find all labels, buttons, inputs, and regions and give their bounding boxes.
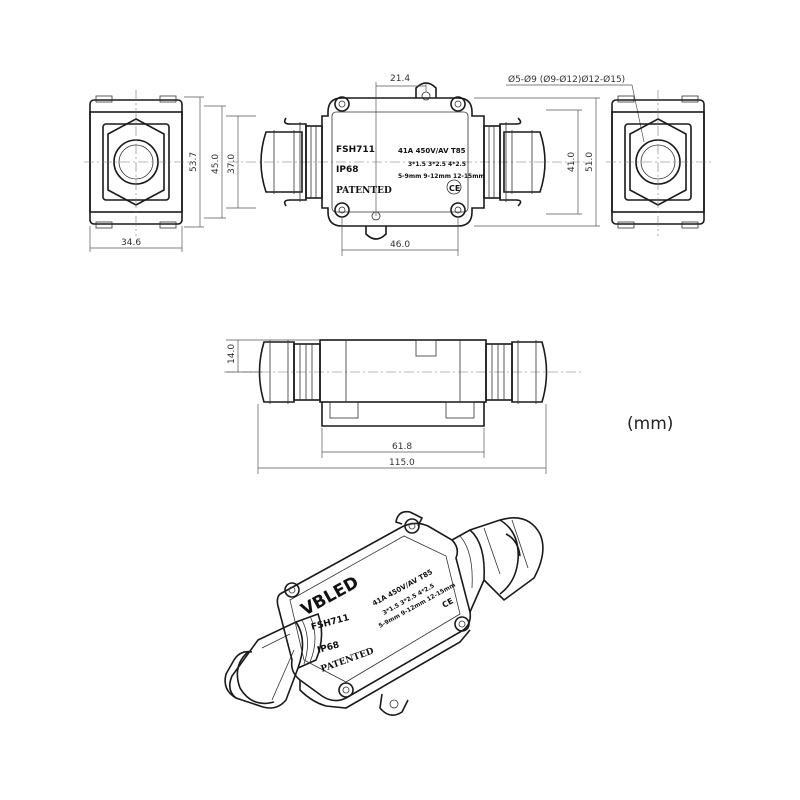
right-end-view (606, 90, 712, 236)
dim-51-0-label: 51.0 (585, 152, 595, 172)
dim-61-8: 61.8 (321, 428, 485, 458)
iso-left-gland (224, 612, 323, 709)
dim-115-0: 115.0 (257, 404, 547, 474)
dim-41-0: 41.0 (546, 109, 582, 215)
iso-ce-mark: CE (441, 596, 455, 609)
spec-label: 41A 450V/AV T85 (398, 147, 466, 155)
top-view: FSH711 IP68 PATENTED 41A 450V/AV T85 3*1… (228, 82, 590, 240)
ip-rating-label: IP68 (336, 165, 358, 175)
dim-45-0: 45.0 (204, 105, 226, 219)
dim-45-0-label: 45.0 (211, 154, 221, 174)
dim-46-0: 46.0 (341, 218, 459, 256)
dim-115-0-label: 115.0 (389, 458, 415, 468)
dim-37-0-label: 37.0 (227, 154, 237, 174)
dim-51-0: 51.0 (474, 97, 600, 227)
left-end-view (84, 90, 190, 236)
dim-14-0-label: 14.0 (227, 344, 237, 364)
ce-mark: CE (449, 184, 460, 193)
dim-21-4-label: 21.4 (390, 74, 410, 84)
dim-41-0-label: 41.0 (567, 152, 577, 172)
dim-53-7: 53.7 (184, 96, 204, 228)
cable-range-label: 5-9mm 9-12mm 12-15mm (398, 173, 485, 180)
wires-label: 3*1.5 3*2.5 4*2.5 (408, 161, 466, 168)
iso-ip-label: IP68 (316, 640, 340, 655)
model-label: FSH711 (336, 145, 375, 155)
dim-21-4: 21.4 (375, 74, 427, 216)
dim-53-7-label: 53.7 (189, 152, 199, 172)
iso-body: VBLED 41A 450V/AV T85 3*1.5 3*2.5 4*2.5 … (276, 510, 472, 716)
iso-right-gland (451, 517, 544, 613)
dim-34-6: 34.6 (89, 226, 183, 252)
dim-14-0: 14.0 (226, 339, 320, 373)
dim-46-0-label: 46.0 (390, 240, 410, 250)
isometric-view: VBLED 41A 450V/AV T85 3*1.5 3*2.5 4*2.5 … (224, 510, 544, 716)
unit-label: (mm) (627, 414, 674, 434)
cable-diameter-callout: Ø5-Ø9 (Ø9-Ø12)Ø12-Ø15) (506, 74, 645, 143)
dim-61-8-label: 61.8 (392, 442, 412, 452)
iso-model-label: FSH711 (310, 613, 350, 633)
dim-34-6-label: 34.6 (121, 238, 141, 248)
side-view (224, 339, 582, 427)
patented-label: PATENTED (336, 186, 392, 196)
cable-diameter-label: Ø5-Ø9 (Ø9-Ø12)Ø12-Ø15) (508, 74, 625, 85)
